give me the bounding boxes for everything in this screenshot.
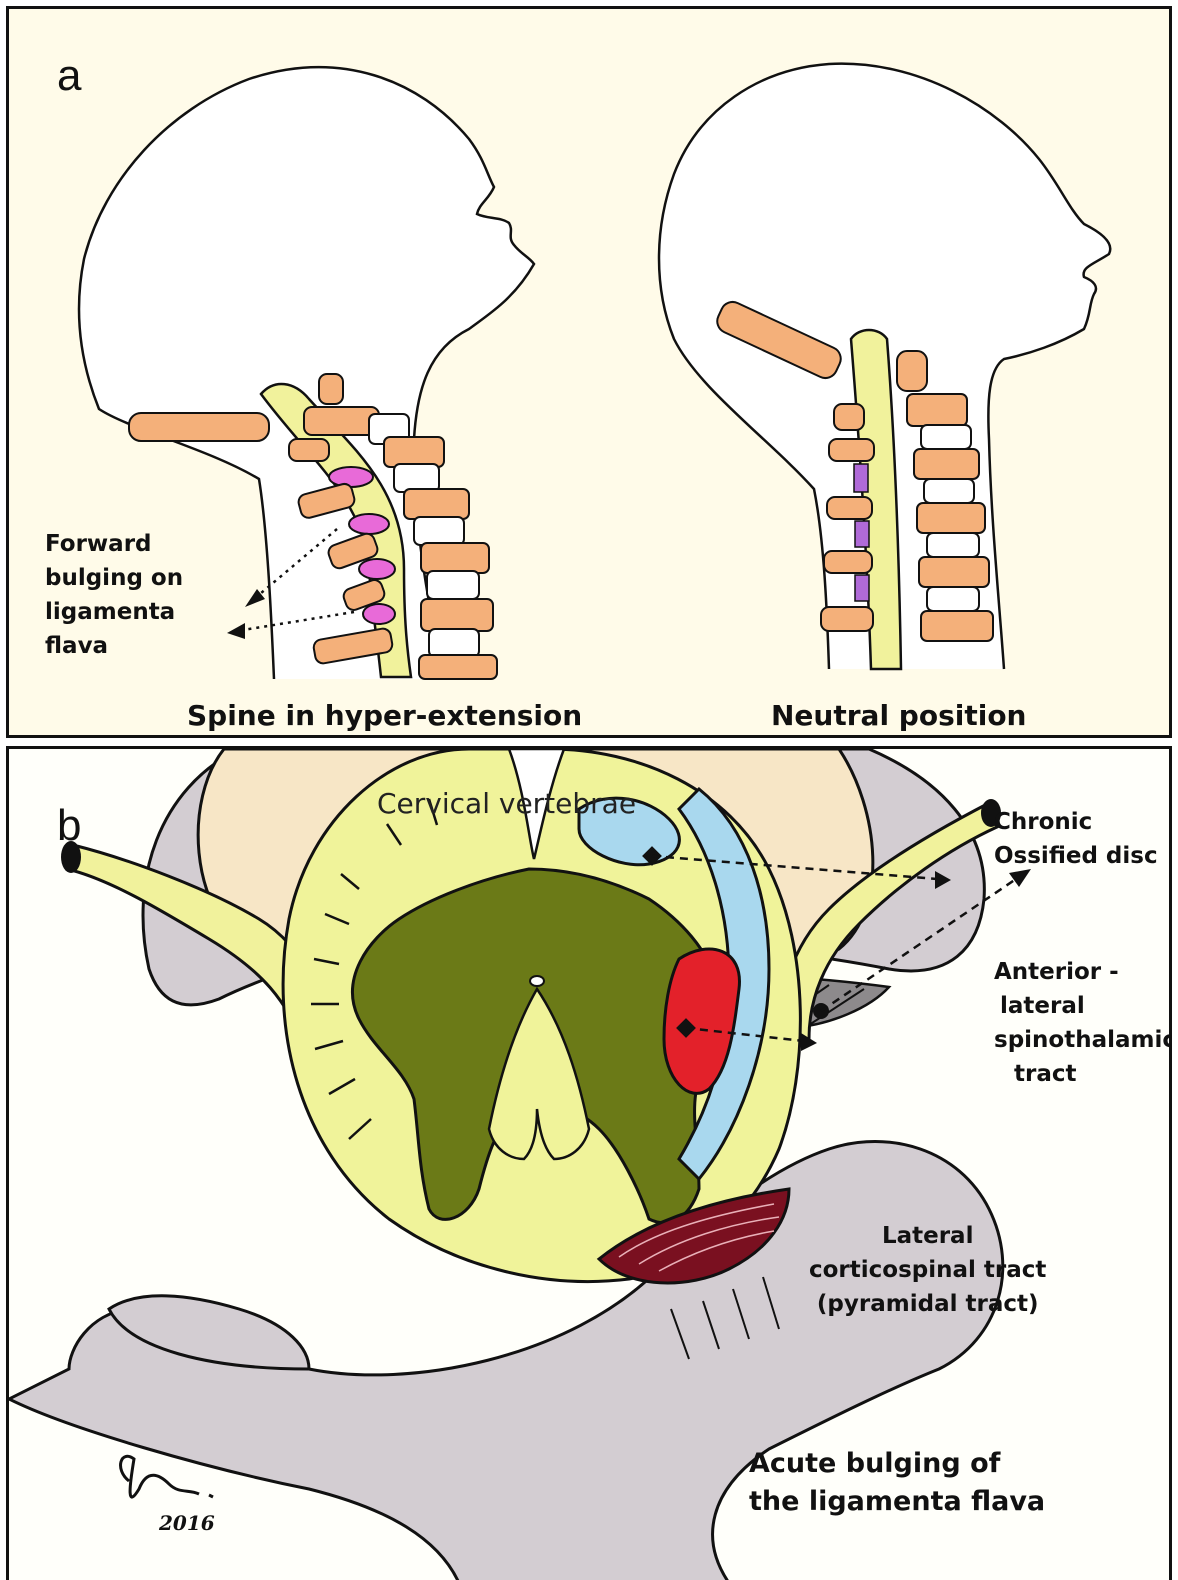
forward-bulging-line-2: bulging on <box>45 561 183 595</box>
panel-a: a Forward bulging on ligamenta flava Spi… <box>6 6 1172 738</box>
spinothalamic-label: Anterior - lateral spinothalamic tract <box>994 955 1172 1091</box>
vertebra-label: Cervical vertebrae <box>377 787 636 820</box>
panel-b-letter: b <box>57 801 81 851</box>
corticospinal-label: Lateral corticospinal tract (pyramidal t… <box>809 1219 1046 1321</box>
panel-a-letter: a <box>57 51 81 101</box>
arrowhead-lower <box>227 623 245 639</box>
disc-label-line-2: Ossified disc <box>994 839 1158 873</box>
corticospinal-label-line-1: Lateral <box>809 1219 1046 1253</box>
panel-b: b Cervical vertebrae Chronic Ossified di… <box>6 746 1172 1580</box>
forward-bulging-label: Forward bulging on ligamenta flava <box>45 527 183 663</box>
central-canal <box>530 976 544 986</box>
panel-a-illustration <box>9 9 1172 738</box>
forward-bulging-line-3: ligamenta <box>45 595 183 629</box>
disc-label: Chronic Ossified disc <box>994 805 1158 873</box>
spinothalamic-label-line-3: spinothalamic <box>994 1023 1172 1057</box>
spinothalamic-label-line-1: Anterior - <box>994 955 1172 989</box>
ligament-label-line-1: Acute bulging of <box>749 1445 1045 1483</box>
caption-neutral: Neutral position <box>771 699 1027 732</box>
spinothalamic-label-line-2: lateral <box>994 989 1172 1023</box>
caption-hyperextension: Spine in hyper-extension <box>187 699 582 732</box>
ligament-label-line-2: the ligamenta flava <box>749 1483 1045 1521</box>
forward-bulging-line-4: flava <box>45 629 183 663</box>
corticospinal-label-line-2: corticospinal tract <box>809 1253 1046 1287</box>
signature-year: 2016 <box>159 1511 215 1535</box>
disc-label-line-1: Chronic <box>994 805 1158 839</box>
spinothalamic-label-line-4: tract <box>994 1057 1172 1091</box>
corticospinal-label-line-3: (pyramidal tract) <box>809 1287 1046 1321</box>
forward-bulging-line-1: Forward <box>45 527 183 561</box>
occipital-bone-left <box>129 413 269 441</box>
ligament-label: Acute bulging of the ligamenta flava <box>749 1445 1045 1521</box>
